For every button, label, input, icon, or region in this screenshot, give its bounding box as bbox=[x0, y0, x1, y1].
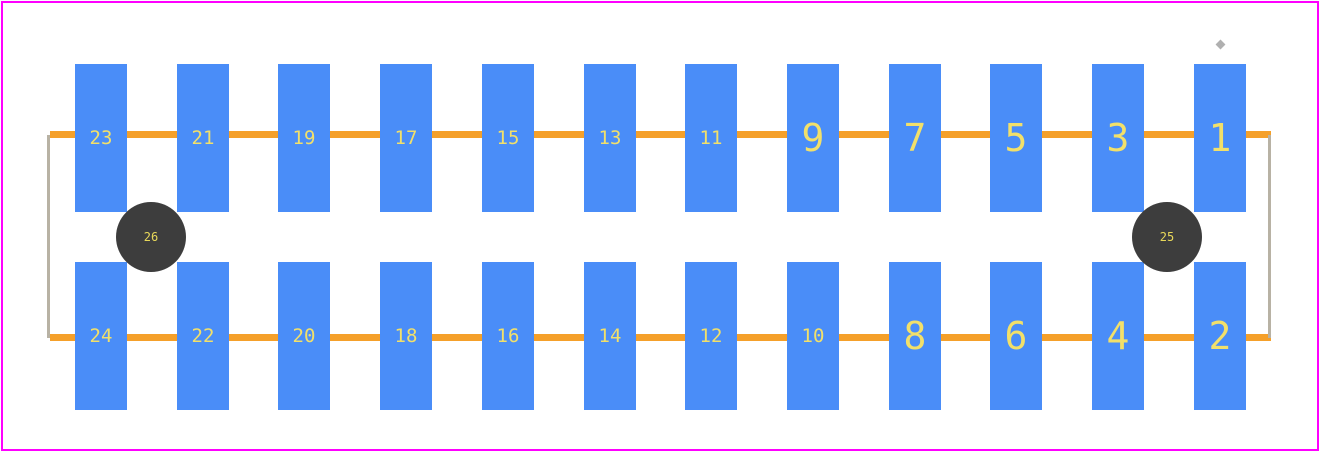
pad-bottom: 4 bbox=[1092, 262, 1144, 410]
pad-bottom: 12 bbox=[685, 262, 737, 410]
hole-label-left: 26 bbox=[143, 230, 159, 244]
pad-label: 19 bbox=[292, 127, 316, 149]
pad-label: 9 bbox=[801, 116, 825, 160]
pad-label: 6 bbox=[1004, 314, 1028, 358]
pad-label: 17 bbox=[394, 127, 418, 149]
pad-label: 22 bbox=[191, 325, 215, 347]
pad-top: 13 bbox=[584, 64, 636, 212]
pad-label: 23 bbox=[89, 127, 113, 149]
pad-bottom: 20 bbox=[278, 262, 330, 410]
pad-label: 3 bbox=[1106, 116, 1130, 160]
pad-label: 13 bbox=[598, 127, 622, 149]
pad-label: 15 bbox=[496, 127, 520, 149]
top-rail bbox=[50, 131, 1271, 138]
pad-bottom: 22 bbox=[177, 262, 229, 410]
pad-bottom: 6 bbox=[990, 262, 1042, 410]
pad-label: 11 bbox=[699, 127, 723, 149]
pad-label: 1 bbox=[1208, 116, 1232, 160]
hole-label-right: 25 bbox=[1159, 230, 1175, 244]
pad-top: 11 bbox=[685, 64, 737, 212]
pad-label: 5 bbox=[1004, 116, 1028, 160]
pad-top: 7 bbox=[889, 64, 941, 212]
pad-label: 16 bbox=[496, 325, 520, 347]
bottom-rail bbox=[50, 334, 1271, 341]
pad-top: 5 bbox=[990, 64, 1042, 212]
pad-bottom: 24 bbox=[75, 262, 127, 410]
pad-label: 2 bbox=[1208, 314, 1232, 358]
pad-top: 3 bbox=[1092, 64, 1144, 212]
pad-top: 9 bbox=[787, 64, 839, 212]
pad-top: 19 bbox=[278, 64, 330, 212]
pad-top: 21 bbox=[177, 64, 229, 212]
pad-label: 8 bbox=[903, 314, 927, 358]
pad-bottom: 2 bbox=[1194, 262, 1246, 410]
pad-label: 12 bbox=[699, 325, 723, 347]
pad-bottom: 14 bbox=[584, 262, 636, 410]
pad-bottom: 10 bbox=[787, 262, 839, 410]
pad-bottom: 8 bbox=[889, 262, 941, 410]
pad-label: 20 bbox=[292, 325, 316, 347]
pad-label: 24 bbox=[89, 325, 113, 347]
pad-label: 7 bbox=[903, 116, 927, 160]
pad-label: 4 bbox=[1106, 314, 1130, 358]
pad-bottom: 18 bbox=[380, 262, 432, 410]
pad-top: 17 bbox=[380, 64, 432, 212]
pad-label: 21 bbox=[191, 127, 215, 149]
mounting-hole-left: 26 bbox=[116, 202, 186, 272]
pad-label: 10 bbox=[801, 325, 825, 347]
pad-top: 23 bbox=[75, 64, 127, 212]
pad-label: 14 bbox=[598, 325, 622, 347]
pad-top: 1 bbox=[1194, 64, 1246, 212]
pad-label: 18 bbox=[394, 325, 418, 347]
right-side-line bbox=[1268, 135, 1271, 338]
left-side-line bbox=[47, 135, 50, 338]
pad-bottom: 16 bbox=[482, 262, 534, 410]
pad-top: 15 bbox=[482, 64, 534, 212]
mounting-hole-right: 25 bbox=[1132, 202, 1202, 272]
